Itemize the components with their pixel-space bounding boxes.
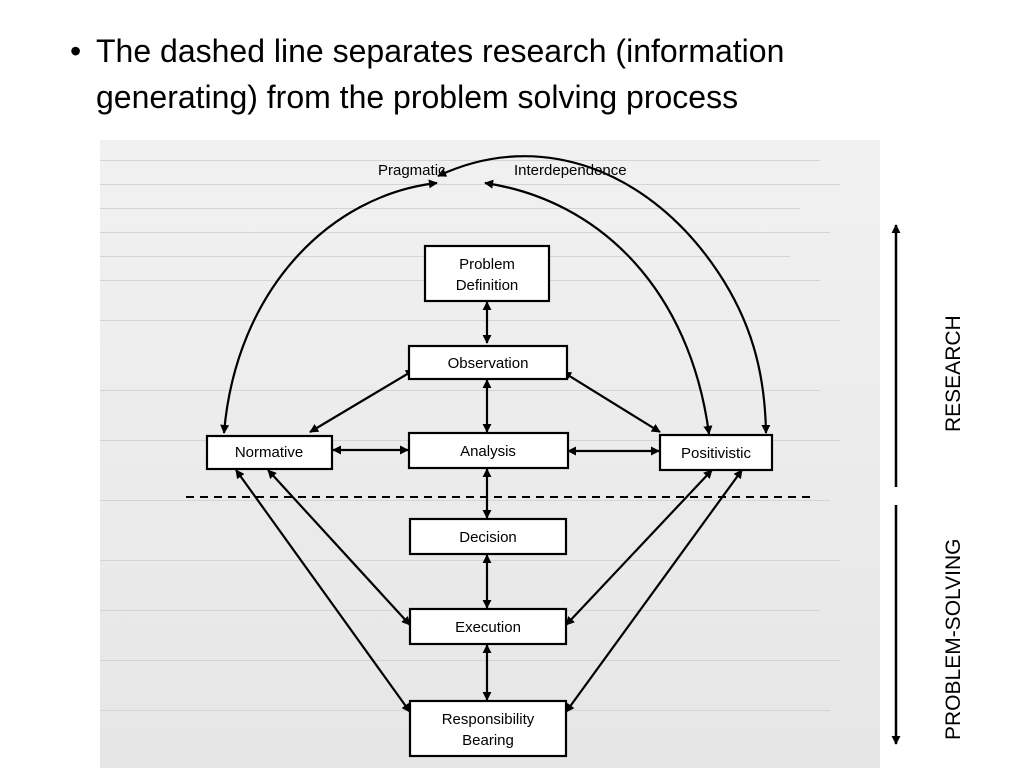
node-observation: Observation [407, 344, 569, 381]
connector-normative-observation [309, 369, 415, 433]
connector-normative-execution [267, 469, 411, 626]
node-normative: Normative [205, 434, 334, 471]
connector-normative-responsibility [235, 469, 411, 713]
node-analysis: Analysis [407, 431, 570, 470]
bullet-line-2: generating) from the problem solving pro… [96, 79, 739, 115]
node-positivistic: Positivistic [658, 433, 774, 472]
node-problem-definition-line-1: Problem [459, 256, 515, 273]
connector-observation-positivistic [562, 371, 661, 433]
bullet-text: The dashed line separates research (info… [96, 28, 784, 120]
node-positivistic-label: Positivistic [681, 445, 752, 462]
node-observation-label: Observation [448, 355, 529, 372]
node-normative-label: Normative [235, 444, 303, 461]
scan-text-line [100, 160, 820, 161]
pragmatic-left-arc [220, 179, 438, 434]
research-label: RESEARCH [942, 315, 965, 432]
interdependence-arc [437, 155, 771, 434]
node-responsibility-bearing-line-2: Bearing [462, 732, 514, 749]
node-problem-definition: Problem Definition [423, 244, 551, 303]
node-execution-label: Execution [455, 619, 521, 636]
scan-text-line [100, 500, 830, 501]
bullet-line-1: The dashed line separates research (info… [96, 33, 785, 69]
connector-positivistic-execution [565, 469, 713, 626]
bullet-icon: • [70, 33, 82, 69]
node-execution: Execution [408, 607, 568, 646]
node-decision: Decision [408, 517, 568, 556]
problem-solving-label: PROBLEM-SOLVING [942, 538, 965, 741]
node-decision-label: Decision [459, 529, 517, 546]
node-analysis-label: Analysis [460, 443, 516, 460]
scan-text-line [100, 560, 840, 561]
node-responsibility-bearing-line-1: Responsibility [442, 711, 535, 728]
bullet-point: • The dashed line separates research (in… [70, 28, 970, 120]
node-problem-definition-line-2: Definition [456, 277, 519, 294]
scan-text-line [100, 660, 840, 661]
connector-positivistic-responsibility [565, 469, 743, 713]
label-interdependence: Interdependence [514, 162, 627, 179]
label-pragmatic: Pragmatic [378, 162, 446, 179]
node-responsibility-bearing: Responsibility Bearing [408, 699, 568, 758]
